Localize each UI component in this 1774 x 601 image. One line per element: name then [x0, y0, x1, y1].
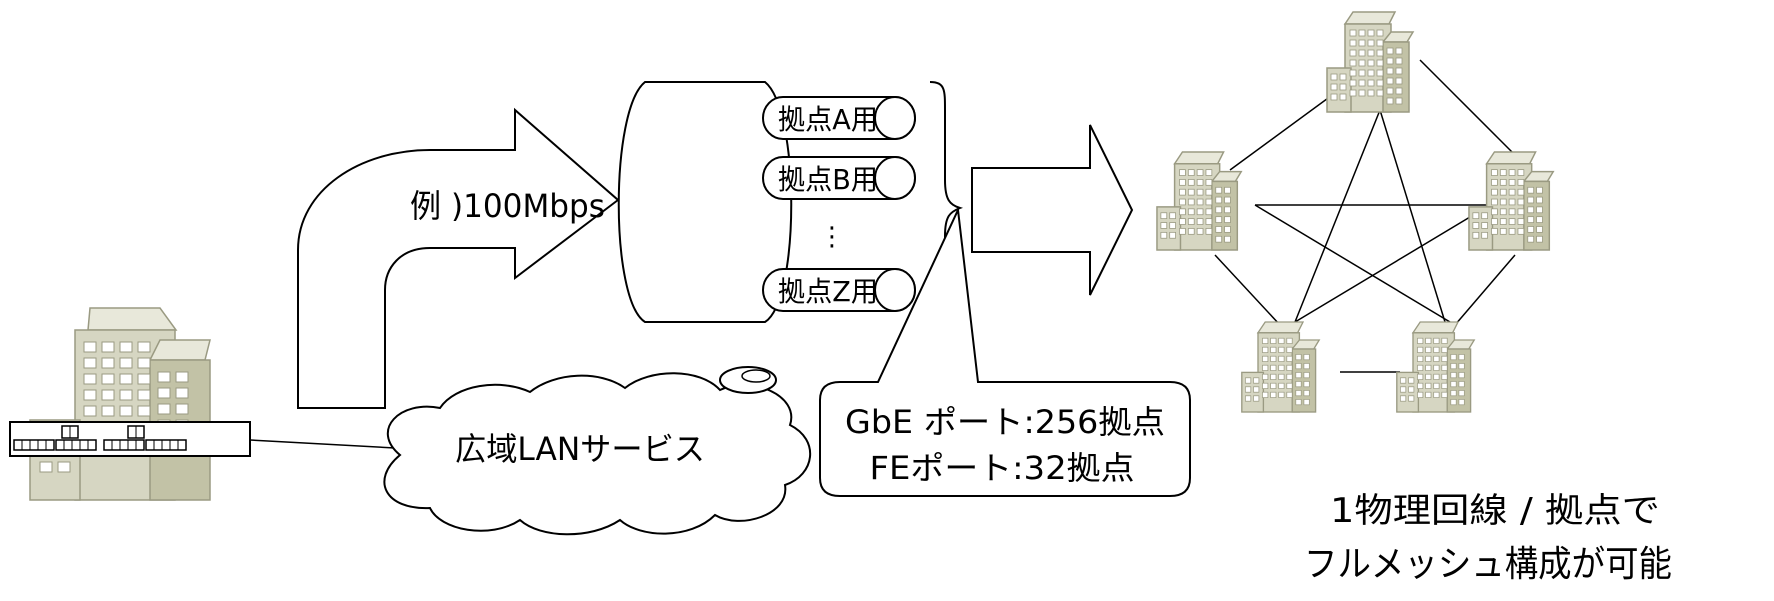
site-building-bottom-left-icon [1241, 321, 1321, 413]
channel-label: 拠点B用 [778, 163, 878, 196]
headquarters-building-icon [29, 307, 211, 501]
port-callout-box [819, 206, 1191, 497]
mesh-caption-line-2: フルメッシュ構成が可能 [1304, 544, 1672, 585]
site-building-bottom-right-icon [1396, 321, 1476, 413]
access-line [249, 439, 396, 449]
site-building-right-icon [1468, 151, 1555, 251]
channel-label: 拠点Z用 [778, 275, 878, 308]
site-building-left-icon [1156, 151, 1243, 251]
channel-3: 拠点Z用 [762, 268, 916, 312]
channel-ellipsis: ⋮ [819, 222, 845, 252]
curved-arrow-icon [297, 107, 620, 409]
port-callout-line-2: FEポート:32拠点 [870, 449, 1135, 487]
wan-service-cloud-icon [383, 366, 812, 536]
channel-label: 拠点A用 [778, 103, 878, 136]
cloud-label: 広域LANサービス [455, 430, 705, 468]
speed-example-label: 例 )100Mbps [410, 187, 605, 225]
site-building-top-icon [1326, 11, 1415, 113]
channel-1: 拠点A用 [762, 96, 916, 140]
right-arrow-icon [971, 124, 1134, 296]
mesh-caption-line-1: 1物理回線 / 拠点で [1330, 491, 1660, 531]
port-callout-line-1: GbE ポート:256拠点 [845, 403, 1165, 441]
channel-2: 拠点B用 [762, 156, 916, 200]
network-switch-icon [9, 421, 251, 457]
